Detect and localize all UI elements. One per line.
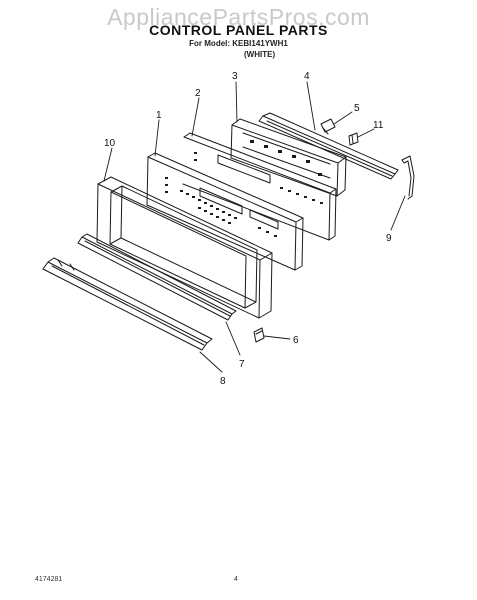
- part-11-bracket: [348, 132, 359, 146]
- page-number: 4: [234, 576, 238, 583]
- part-1-control-panel-face: [146, 152, 304, 271]
- part-7-trim-strip: [77, 233, 237, 321]
- callout-11: 11: [373, 120, 384, 131]
- callout-6: 6: [293, 335, 299, 346]
- part-8-bottom-trim: [42, 257, 213, 351]
- callout-10: 10: [104, 138, 116, 149]
- callout-3: 3: [232, 71, 238, 82]
- callout-9: 9: [386, 233, 392, 244]
- part-6-clip: [253, 327, 265, 343]
- part-4-mounting-rail: [258, 112, 399, 180]
- callout-7: 7: [239, 359, 245, 370]
- part-9-side-bracket: [401, 155, 415, 200]
- callout-5: 5: [354, 103, 360, 114]
- model-number: For Model: KEBI141YWH1: [189, 39, 288, 48]
- leader-lines: [103, 81, 406, 373]
- part-3-electronic-control: [230, 118, 347, 197]
- document-number: 4174281: [35, 576, 63, 583]
- part-5-clip: [320, 118, 336, 135]
- callout-labels: 1 2 3 4 5 11 10 9 6 7 8: [104, 71, 392, 387]
- watermark: AppliancePartsPros.com: [107, 4, 370, 30]
- callout-1: 1: [156, 110, 162, 121]
- callout-8: 8: [220, 376, 226, 387]
- color-note: (WHITE): [244, 50, 276, 59]
- part-2-inner-panel: [182, 132, 337, 241]
- callout-4: 4: [304, 71, 310, 82]
- page-title: CONTROL PANEL PARTS: [149, 22, 328, 38]
- callout-2: 2: [195, 88, 201, 99]
